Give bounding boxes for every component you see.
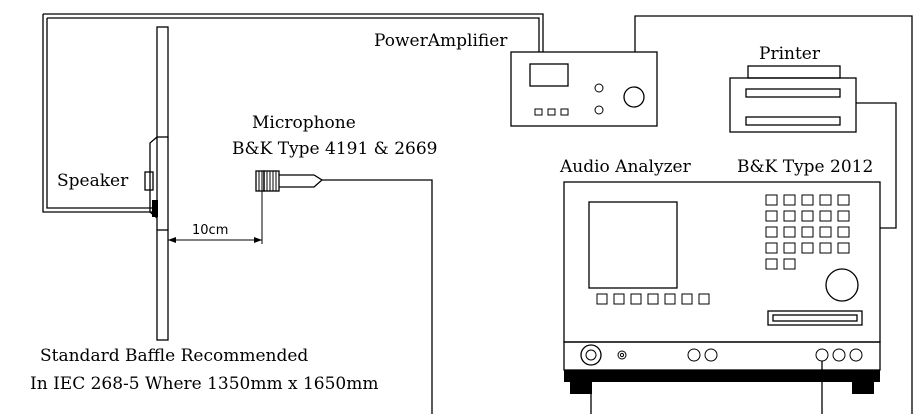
analyzer-key xyxy=(765,242,778,254)
printer xyxy=(729,65,857,133)
analyzer-soft-key xyxy=(596,293,608,305)
baffle-note-line1: Standard Baffle Recommended xyxy=(40,346,308,366)
analyzer-key xyxy=(819,194,832,206)
speaker-label: Speaker xyxy=(57,171,129,191)
analyzer-key xyxy=(819,210,832,222)
power-amplifier xyxy=(510,51,658,127)
analyzer-key xyxy=(801,210,814,222)
amplifier-speaker-cable xyxy=(42,13,544,213)
analyzer-key xyxy=(783,194,796,206)
power-amplifier-label: PowerAmplifier xyxy=(374,31,508,51)
amplifier-analyzer-cable xyxy=(634,15,913,414)
analyzer-key xyxy=(837,210,850,222)
analyzer-key xyxy=(819,226,832,238)
analyzer-key xyxy=(837,194,850,206)
analyzer-key xyxy=(783,210,796,222)
analyzer-soft-key xyxy=(681,293,693,305)
analyzer-type-label: B&K Type 2012 xyxy=(737,157,873,177)
analyzer-key xyxy=(765,258,778,270)
printer-label: Printer xyxy=(759,44,821,64)
microphone xyxy=(255,170,324,192)
microphone-type-label: B&K Type 4191 & 2669 xyxy=(232,139,438,159)
analyzer-key xyxy=(819,242,832,254)
analyzer-key xyxy=(837,226,850,238)
analyzer-key xyxy=(801,194,814,206)
distance-dimension xyxy=(168,190,263,244)
analyzer-key xyxy=(801,242,814,254)
baffle-note-line2: In IEC 268-5 Where 1350mm x 1650mm xyxy=(30,374,379,394)
analyzer-key xyxy=(783,226,796,238)
analyzer-soft-key xyxy=(664,293,676,305)
standard-baffle xyxy=(156,26,169,341)
analyzer-soft-key xyxy=(698,293,710,305)
analyzer-key xyxy=(801,226,814,238)
analyzer-key xyxy=(837,242,850,254)
distance-label: 10cm xyxy=(192,223,228,238)
analyzer-key xyxy=(783,258,796,270)
analyzer-soft-key xyxy=(613,293,625,305)
microphone-label: Microphone xyxy=(252,113,356,133)
analyzer-key xyxy=(783,242,796,254)
analyzer-key xyxy=(765,194,778,206)
analyzer-key xyxy=(765,226,778,238)
analyzer-soft-key xyxy=(647,293,659,305)
audio-analyzer xyxy=(563,181,881,394)
analyzer-soft-key xyxy=(630,293,642,305)
microphone-cable xyxy=(322,179,433,414)
analyzer-key xyxy=(765,210,778,222)
speaker xyxy=(144,136,158,219)
printer-analyzer-cable xyxy=(856,102,897,229)
audio-analyzer-label: Audio Analyzer xyxy=(559,157,692,177)
